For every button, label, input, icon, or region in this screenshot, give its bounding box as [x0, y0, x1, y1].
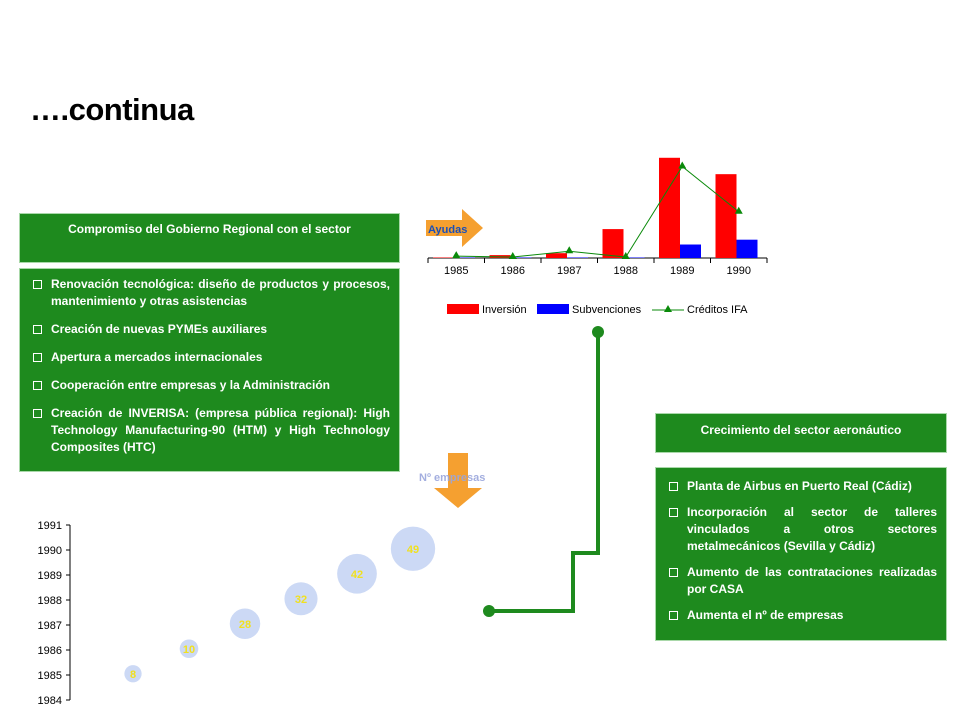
list-item: Creación de nuevas PYMEs auxiliares	[31, 321, 390, 338]
bubble	[179, 639, 199, 659]
bubble-y-tick-label: 1987	[38, 620, 62, 632]
connector-dot-bottom	[483, 605, 495, 617]
bubble	[337, 553, 377, 594]
list-item: Planta de Airbus en Puerto Real (Cádiz)	[667, 478, 937, 495]
bubble	[229, 608, 261, 639]
ayudas-label: Ayudas	[428, 224, 467, 236]
list-item: Apertura a mercados internacionales	[31, 349, 390, 366]
legend-label-subvenciones: Subvenciones	[572, 304, 642, 316]
list-item: Aumenta el nº de empresas	[667, 607, 937, 624]
right-panel-list: Planta de Airbus en Puerto Real (Cádiz) …	[667, 478, 937, 624]
creditos-marker	[508, 252, 517, 260]
bar-inversion	[659, 157, 680, 258]
bubble-label: 49	[407, 544, 419, 556]
ayudas-arrow-icon	[426, 209, 483, 247]
legend-swatch-inversion	[447, 304, 479, 314]
bubble-y-tick-label: 1989	[38, 570, 62, 582]
bubble-y-tick-label: 1984	[38, 695, 62, 707]
list-item: Aumento de las contrataciones realizadas…	[667, 564, 937, 598]
bar-category-label: 1987	[557, 265, 581, 277]
connector-line	[489, 332, 600, 613]
bar-inversion	[546, 253, 567, 258]
creditos-marker	[621, 252, 630, 260]
bubble-label: 42	[351, 569, 363, 581]
legend-label-inversion: Inversión	[482, 304, 527, 316]
creditos-marker	[678, 161, 687, 169]
left-panel-header: Compromiso del Gobierno Regional con el …	[19, 213, 400, 263]
bubble-label: 28	[239, 619, 251, 631]
empresas-arrow-icon	[434, 453, 482, 508]
bubble-y-tick-label: 1990	[38, 545, 62, 557]
creditos-marker	[734, 206, 743, 214]
bar-category-label: 1985	[444, 265, 468, 277]
left-panel-list: Renovación tecnológica: diseño de produc…	[31, 276, 390, 456]
bubble-label: 32	[295, 594, 307, 606]
legend-marker-creditos	[664, 305, 672, 312]
bar-inversion	[715, 174, 737, 258]
bubble-label: 8	[130, 669, 136, 681]
right-panel-header: Crecimiento del sector aeronáutico	[655, 413, 947, 453]
list-item: Renovación tecnológica: diseño de produc…	[31, 276, 390, 310]
creditos-marker	[565, 246, 574, 254]
bubble-y-tick-label: 1985	[38, 670, 62, 682]
bubble	[124, 665, 142, 683]
legend-label-creditos: Créditos IFA	[687, 304, 748, 316]
bubble	[390, 526, 436, 571]
bubble-y-tick-label: 1991	[38, 520, 62, 532]
left-panel-list-box: Renovación tecnológica: diseño de produc…	[19, 268, 400, 472]
list-item: Cooperación entre empresas y la Administ…	[31, 377, 390, 394]
list-item: Creación de INVERISA: (empresa pública r…	[31, 405, 390, 456]
list-item: Incorporación al sector de talleres vinc…	[667, 504, 937, 555]
legend-swatch-subvenciones	[537, 304, 569, 314]
right-panel-list-box: Planta de Airbus en Puerto Real (Cádiz) …	[655, 467, 947, 641]
bubble-y-tick-label: 1988	[38, 595, 62, 607]
page-title: ….continua	[30, 92, 194, 127]
creditos-line	[456, 165, 740, 258]
bar-inversion	[602, 229, 624, 258]
creditos-marker	[452, 251, 461, 259]
bubble-y-tick-label: 1986	[38, 645, 62, 657]
bar-category-label: 1988	[614, 265, 638, 277]
bar-category-label: 1986	[501, 265, 525, 277]
bar-subvenciones	[680, 244, 701, 258]
bubble-label: 10	[183, 644, 195, 656]
empresas-label: Nº empresas	[419, 472, 485, 484]
ayudas-bar-chart: 1985 1986 1987 1988 1989 1990 Inversión Subve…	[427, 157, 768, 316]
empresas-bubble-chart: 1991 1990 1989 1988 1987 1986 1985 1984 8 10 28 32…	[38, 520, 436, 707]
bubble	[284, 582, 318, 616]
bar-category-label: 1990	[727, 265, 751, 277]
bar-category-label: 1989	[670, 265, 694, 277]
connector-dot-top	[592, 326, 604, 338]
bar-subvenciones	[736, 239, 758, 258]
